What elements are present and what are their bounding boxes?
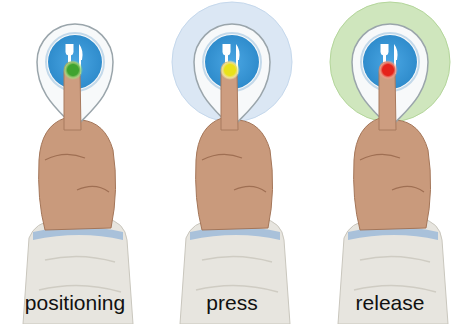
knuckles (202, 154, 266, 192)
hand (196, 118, 273, 230)
sleeve-fold (39, 256, 121, 292)
knuckles (45, 154, 109, 192)
knuckles (360, 154, 424, 192)
sleeve-fold (354, 256, 436, 292)
button-panel (330, 2, 450, 324)
button-panel (172, 2, 292, 324)
step-label: release (315, 291, 465, 315)
button-panel (23, 24, 133, 324)
touch-point (220, 60, 240, 80)
step-label: positioning (0, 291, 150, 315)
hand (39, 118, 116, 230)
touch-point (378, 60, 398, 80)
touch-point (63, 60, 83, 80)
hand (354, 118, 431, 230)
sleeve-fold (196, 256, 278, 292)
step-label: press (157, 291, 307, 315)
